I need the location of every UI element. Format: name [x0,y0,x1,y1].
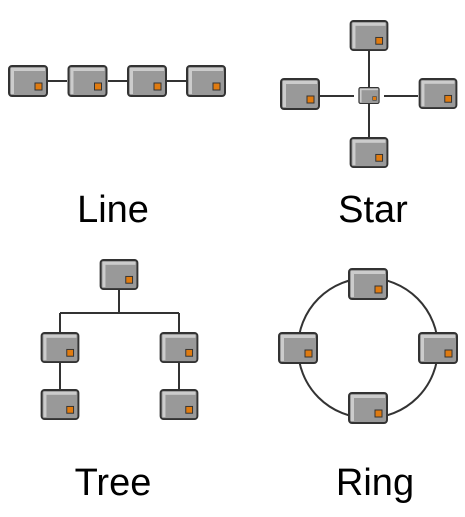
topology-ring: Ring [278,268,458,504]
tree-leaf-right [159,389,199,420]
tree-node-right [159,332,199,363]
line-node-3 [127,65,167,97]
ring-caption: Ring [336,462,414,504]
ring-node-top [348,268,388,300]
tree-leaf-left [40,389,80,420]
ring-node-bottom [348,392,388,424]
topology-line: Line [8,65,226,231]
star-caption: Star [338,189,408,231]
line-node-4 [186,65,226,97]
tree-links [59,290,180,389]
line-node-1 [8,65,48,97]
star-node-bottom [349,137,389,168]
star-hub [358,87,380,104]
star-links [320,51,418,137]
line-caption: Line [77,189,149,231]
tree-node-left [40,332,80,363]
line-node-2 [67,65,108,97]
topology-star: Star [280,20,458,231]
tree-caption: Tree [75,462,152,504]
topology-tree: Tree [40,259,199,504]
ring-node-left [278,332,318,364]
star-node-top [349,20,389,51]
tree-root-node [99,259,139,290]
star-node-right [418,78,458,109]
star-node-left [280,78,320,110]
ring-node-right [418,332,458,364]
